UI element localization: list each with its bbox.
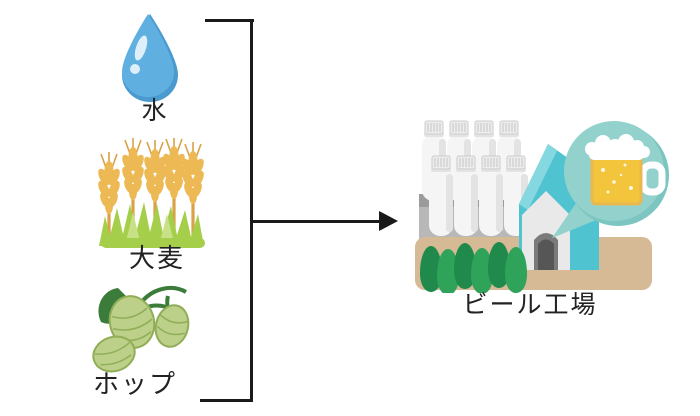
grass-blade-light (125, 212, 141, 246)
water-label: 水 (141, 96, 169, 125)
hop-cones (92, 295, 190, 373)
beer-factory-label: ビール工場 (462, 290, 598, 319)
bracket-vertical-line (250, 19, 253, 402)
bracket-top-line (205, 19, 254, 22)
beer-mug-icon (585, 134, 666, 206)
arrow-shaft (252, 220, 381, 223)
beer-factory-icon (415, 120, 669, 293)
water-highlight-streak (134, 35, 148, 61)
barley-label: 大麦 (128, 244, 185, 274)
beer-mug-body (590, 154, 643, 206)
water-drop-body (122, 14, 174, 97)
water-drop-icon (122, 14, 178, 102)
beer-bubbles (601, 163, 633, 194)
grass-tuft (99, 202, 204, 246)
arrow-head-icon (379, 211, 398, 231)
beer-bubble (552, 121, 669, 238)
beer-mug-handle (639, 161, 666, 196)
barley-icon (97, 138, 208, 248)
hops-label: ホップ (92, 370, 177, 400)
beer-foam (585, 134, 650, 160)
bracket-bottom-line (200, 399, 253, 402)
hops-icon (92, 286, 190, 373)
water-highlight-dot (130, 64, 140, 74)
grass-base (101, 238, 205, 248)
